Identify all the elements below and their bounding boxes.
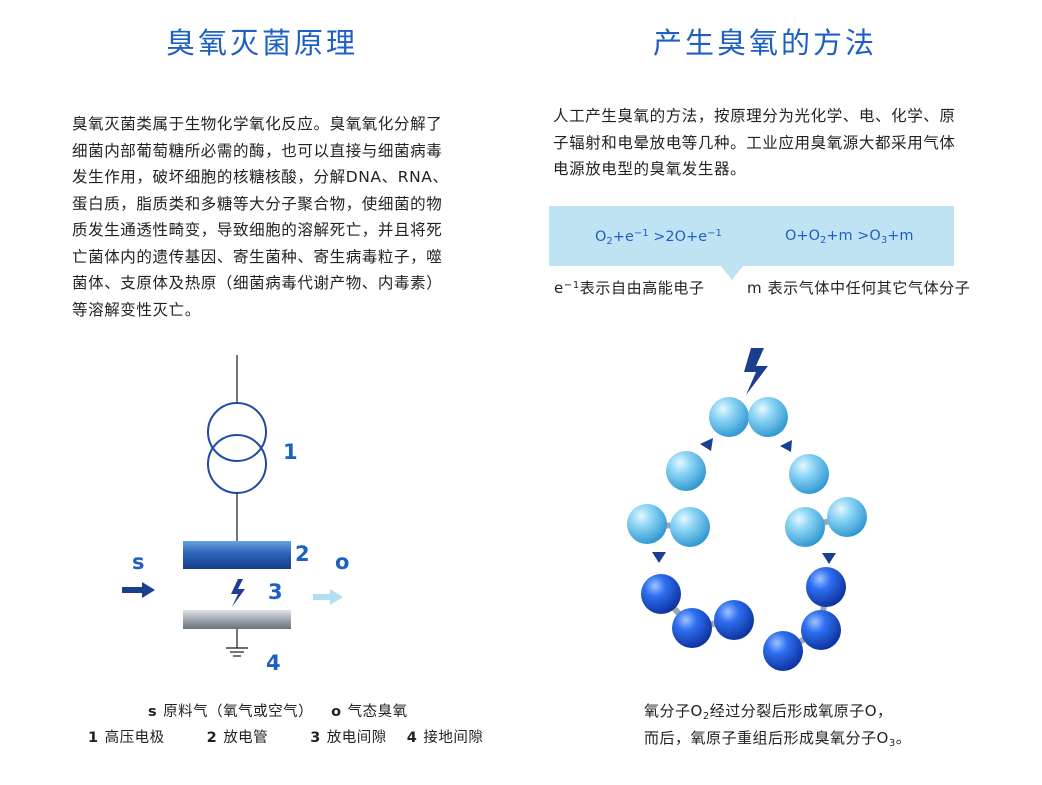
paragraph-line: 等溶解变性灭亡。	[72, 300, 201, 319]
oxygen-molecule-top	[709, 397, 788, 437]
formula-electron-split: O2+e−1 >2O+e−1	[595, 228, 722, 247]
oxygen-atom	[789, 454, 829, 494]
caption-split: 氧分子O2经过分裂后形成氧原子O，	[644, 702, 893, 722]
paragraph-line: 臭氧灭菌类属于生物化学氧化反应。臭氧氧化分解了	[72, 115, 443, 133]
paragraph-line: 细菌内部葡萄糖所必需的酶，也可以直接与细菌病毒	[72, 141, 443, 160]
arrow-icon	[652, 552, 666, 563]
label-o: o	[335, 550, 350, 574]
oxygen-atom	[666, 451, 706, 491]
label-3: 3	[268, 580, 283, 604]
method-paragraph: 人工产生臭氧的方法，按原理分为光化学、电、化学、原 子辐射和电晕放电等几种。工业…	[553, 103, 956, 183]
arrow-icon	[822, 553, 836, 564]
paragraph-line: 子辐射和电晕放电等几种。工业应用臭氧源大都采用气体	[553, 133, 956, 152]
paragraph-line: 菌体、支原体及热原（细菌病毒代谢产物、内毒素）	[72, 274, 443, 292]
ozone-molecule-left	[641, 574, 754, 648]
ozone-output-arrow-icon	[313, 589, 343, 605]
note-electron: e−1表示自由高能电子	[554, 279, 705, 297]
label-s: s	[132, 550, 145, 574]
paragraph-line: 电源放电型的臭氧发生器。	[553, 160, 747, 178]
discharge-spark-icon	[231, 579, 245, 607]
energy-spark-icon	[744, 348, 768, 395]
transformer-coil-upper	[207, 402, 267, 462]
label-1: 1	[283, 440, 298, 464]
caption-recombine: 而后，氧原子重组后形成臭氧分子O3。	[644, 729, 912, 749]
formula-box-pointer	[721, 266, 743, 280]
sterilization-paragraph: 臭氧灭菌类属于生物化学氧化反应。臭氧氧化分解了 细菌内部葡萄糖所必需的酶，也可以…	[72, 111, 449, 323]
high-voltage-electrode	[183, 541, 291, 569]
ground-electrode	[183, 610, 291, 629]
paragraph-line: 发生作用，破坏细胞的核糖核酸，分解DNA、RNA、	[72, 168, 449, 186]
ozone-molecule-right	[763, 567, 846, 671]
note-molecule: m 表示气体中任何其它气体分子	[747, 279, 971, 297]
paragraph-line: 人工产生臭氧的方法，按原理分为光化学、电、化学、原	[553, 107, 956, 125]
label-4: 4	[266, 651, 281, 675]
right-title: 产生臭氧的方法	[653, 26, 878, 60]
paragraph-line: 蛋白质，脂质类和多糖等大分子聚合物，使细菌的物	[72, 194, 443, 213]
paragraph-line: 亡菌体内的遗传基因、寄生菌种、寄生病毒粒子，噬	[72, 247, 443, 266]
formula-ozone-formation: O+O2+m >O3+m	[785, 228, 914, 246]
left-title: 臭氧灭菌原理	[166, 26, 359, 60]
feed-gas-arrow-icon	[122, 582, 155, 598]
label-2: 2	[295, 542, 310, 566]
oxygen-pair-left	[627, 504, 710, 547]
oxygen-pair-right	[785, 497, 867, 547]
arrow-icon	[780, 440, 792, 452]
formula-box: O2+e−1 >2O+e−1 O+O2+m >O3+m	[549, 206, 954, 280]
paragraph-line: 质发生通透性畸变，导致细胞的溶解死亡，并且将死	[72, 221, 443, 239]
arrow-icon	[700, 438, 713, 451]
